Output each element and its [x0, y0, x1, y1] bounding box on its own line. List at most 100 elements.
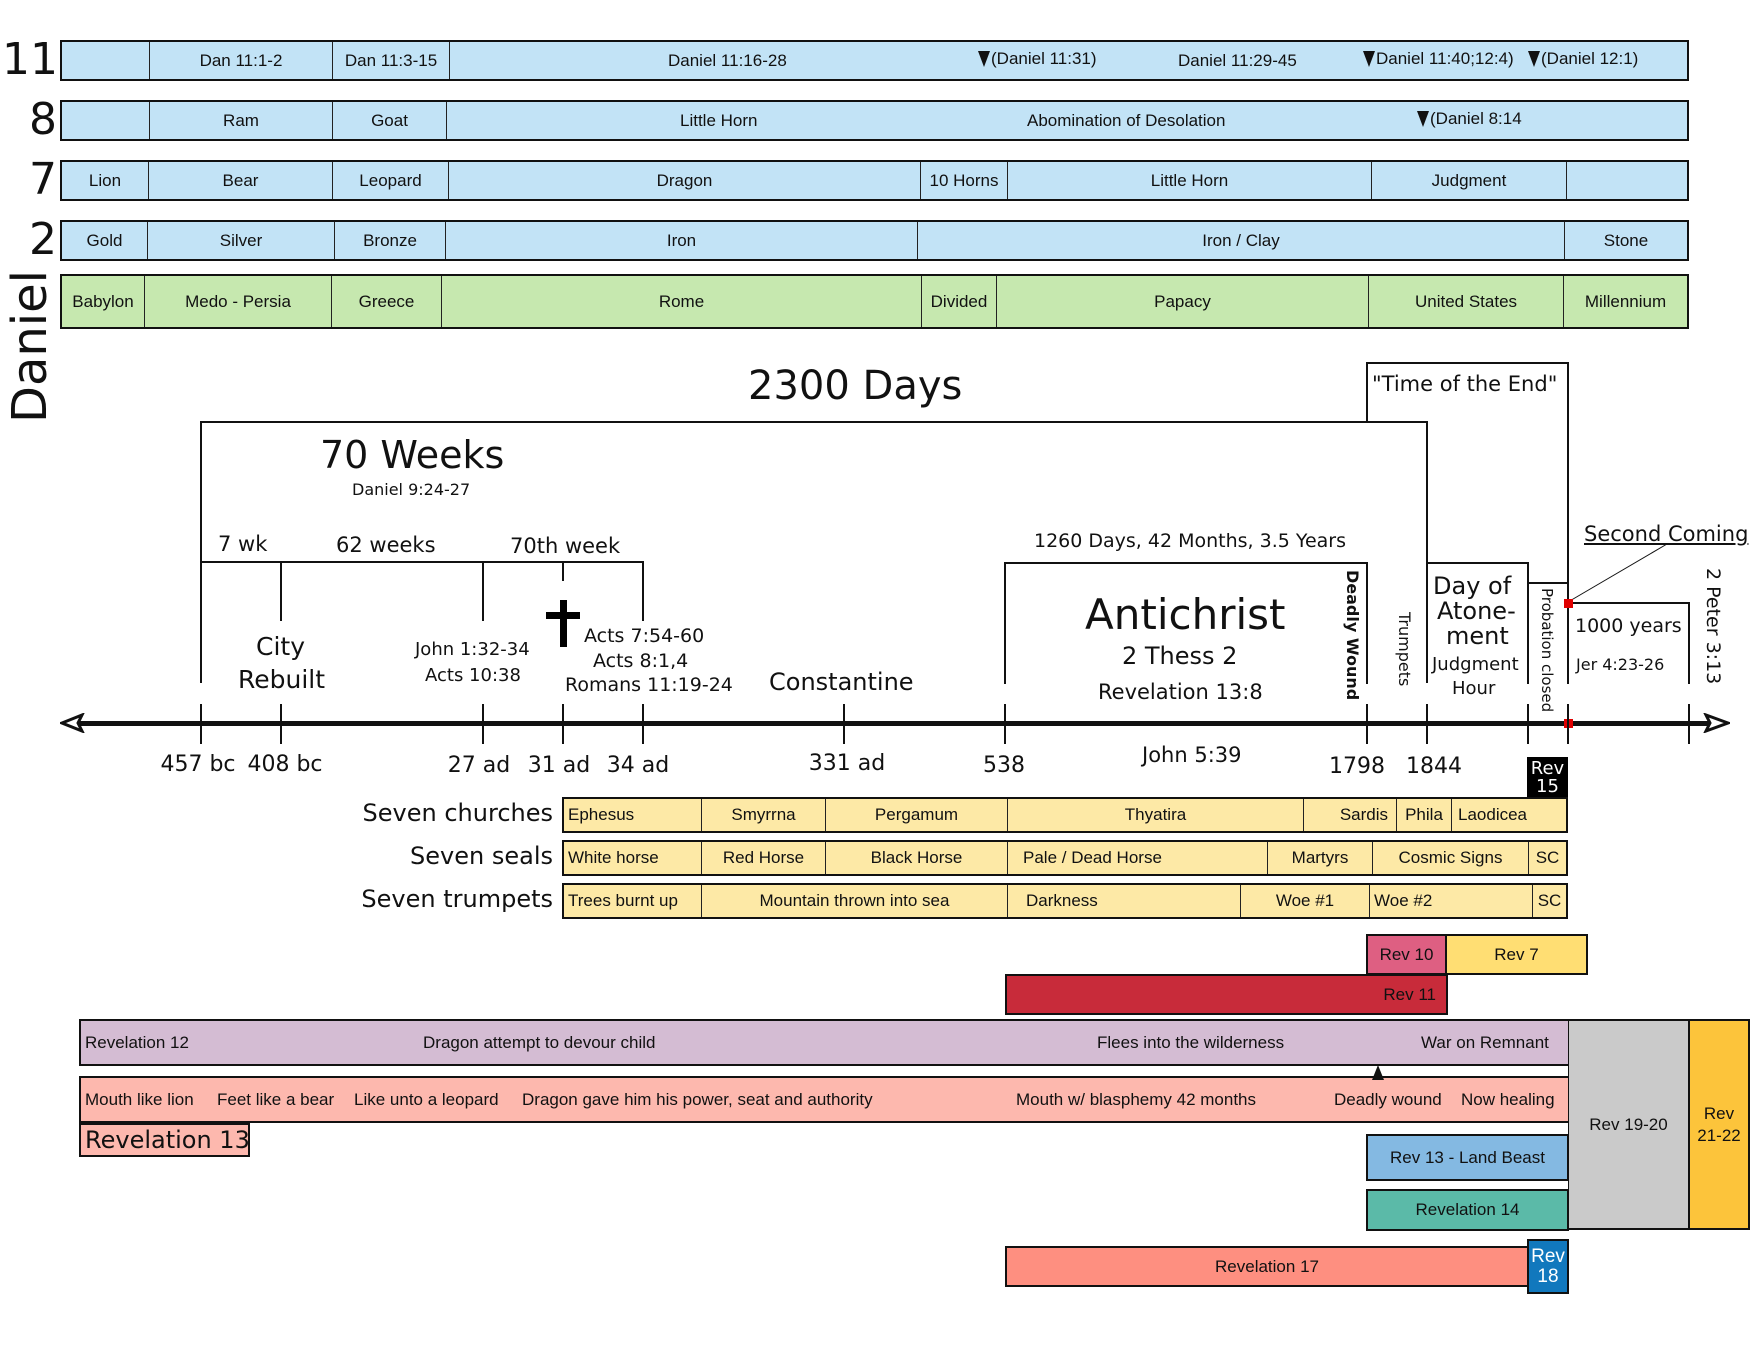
- ch11-cell: Dan 11:3-15: [333, 42, 450, 79]
- rev-12-box: Revelation 12 Dragon attempt to devour c…: [79, 1019, 1570, 1066]
- rev-15-l1: Rev: [1530, 758, 1565, 779]
- daniel-7-row: Lion Bear Leopard Dragon 10 Horns Little…: [60, 160, 1689, 201]
- seal-cell: White horse: [564, 842, 702, 874]
- kingdom-cell: Papacy: [997, 276, 1369, 327]
- acts-7: Acts 7:54-60: [584, 625, 705, 647]
- bracket-1260-left: [1004, 562, 1006, 684]
- seal-cell: Pale / Dead Horse: [1008, 842, 1268, 874]
- rev-21-22-box: Rev 21-22: [1688, 1019, 1750, 1230]
- date-label: 408 bc: [247, 752, 323, 777]
- ch7-cell: Bear: [149, 162, 333, 199]
- kingdom-cell: Babylon: [62, 276, 145, 327]
- rev-13-t1: Mouth like lion: [85, 1090, 194, 1109]
- axis-tick: [562, 704, 564, 744]
- second-coming-marker: [1564, 599, 1573, 608]
- kingdom-cell: Rome: [442, 276, 922, 327]
- second-coming-leader-line: [1567, 543, 1668, 603]
- ch11-cell: [62, 42, 150, 79]
- daniel-2-row: Gold Silver Bronze Iron Iron / Clay Ston…: [60, 220, 1689, 261]
- time-of-end-label: "Time of the End": [1372, 372, 1558, 396]
- axis-tick: [1426, 704, 1428, 744]
- land-beast-box: Rev 13 - Land Beast: [1366, 1134, 1569, 1181]
- tick-34ad: [642, 561, 644, 621]
- john-5-39-label: John 5:39: [1142, 743, 1242, 767]
- deadly-wound-label: Deadly Wound: [1343, 570, 1362, 701]
- atonement-l1: Day of: [1433, 572, 1512, 600]
- thess-label: 2 Thess 2: [1122, 642, 1238, 670]
- kingdom-cell: Medo - Persia: [145, 276, 332, 327]
- churches-label: Seven churches: [362, 799, 553, 827]
- rev-11-box: Rev 11: [1005, 974, 1448, 1015]
- kingdom-cell: Divided: [922, 276, 997, 327]
- rev-14-box: Revelation 14: [1366, 1189, 1569, 1231]
- deadly-wound-pointer-icon: [1372, 1065, 1384, 1080]
- millennium-right: [1688, 602, 1690, 684]
- triangle-down-icon: [978, 51, 990, 67]
- ch8-cell: Ram: [150, 102, 333, 139]
- john-ref: John 1:32-34: [415, 639, 530, 660]
- daniel-11-row: Dan 11:1-2 Dan 11:3-15 Daniel 11:16-28 (…: [60, 40, 1689, 81]
- probation-top: [1527, 582, 1569, 584]
- seal-cell: Black Horse: [826, 842, 1008, 874]
- axis-tick: [1527, 704, 1529, 744]
- church-cell: Laodicea: [1458, 805, 1528, 824]
- ch7-cell: Leopard: [333, 162, 449, 199]
- triangle-down-icon: [1417, 111, 1429, 127]
- ch11-marker: (Daniel 12:1): [1528, 49, 1638, 69]
- acts-8: Acts 8:1,4: [593, 650, 689, 672]
- date-label: 31 ad: [527, 753, 591, 778]
- axis-tick: [843, 704, 845, 744]
- time-end-left: [1366, 362, 1368, 422]
- rev-15-badge: Rev 15: [1527, 757, 1568, 799]
- axis-tick: [1567, 704, 1569, 744]
- rev-12-title: Revelation 12: [85, 1033, 189, 1052]
- ch2-cell: Silver: [148, 222, 335, 259]
- weeks-70-title: 70 Weeks: [320, 433, 505, 477]
- peter-label: 2 Peter 3:13: [1702, 568, 1724, 685]
- atonement-top: [1426, 562, 1528, 564]
- date-label: 34 ad: [606, 753, 670, 778]
- atonement-l2: Atone-: [1437, 597, 1516, 625]
- axis-tick: [1688, 704, 1690, 744]
- rev-18-l1: Rev: [1531, 1245, 1565, 1267]
- wk70th-label: 70th week: [510, 534, 621, 558]
- ch8-label: Abomination of Desolation: [1027, 111, 1226, 130]
- ch11-marker: (Daniel 11:31): [978, 49, 1097, 69]
- ch7-cell: Dragon: [449, 162, 921, 199]
- romans-11: Romans 11:19-24: [565, 674, 733, 696]
- years-1000-label: 1000 years: [1575, 615, 1682, 637]
- daniel-side-label: Daniel: [2, 270, 58, 423]
- rev-12-t3: War on Remnant: [1421, 1033, 1549, 1052]
- trumpet-cell: Woe #1: [1241, 885, 1370, 917]
- axis-tick: [482, 704, 484, 744]
- rev-13-t4: Dragon gave him his power, seat and auth…: [522, 1090, 873, 1109]
- bracket-1260-right: [1366, 562, 1368, 684]
- wk62-label: 62 weeks: [336, 533, 436, 557]
- rev-15-l2: 15: [1536, 776, 1559, 797]
- ch7-cell: Little Horn: [1008, 162, 1372, 199]
- seal-cell: Cosmic Signs: [1373, 842, 1529, 874]
- timeline-axis: [70, 721, 1710, 726]
- kingdom-cell: United States: [1369, 276, 1564, 327]
- seal-cell: Martyrs: [1268, 842, 1373, 874]
- wk7-label: 7 wk: [218, 532, 268, 556]
- church-cell: Thyatira: [1008, 799, 1304, 831]
- church-cell: Ephesus: [564, 799, 702, 831]
- axis-tick: [642, 704, 644, 744]
- trumpet-cell: Mountain thrown into sea: [702, 885, 1008, 917]
- ch8-label: Little Horn: [680, 111, 758, 130]
- date-label: 538: [983, 753, 1025, 778]
- daniel-8-row: Ram Goat Little Horn Abomination of Deso…: [60, 100, 1689, 141]
- ch2-cell: Iron: [446, 222, 918, 259]
- rev-17-box: Revelation 17: [1005, 1246, 1529, 1287]
- bracket-2300-left: [200, 421, 202, 683]
- rev-13-box: Mouth like lion Feet like a bear Like un…: [79, 1076, 1570, 1123]
- rev-18-box: Rev 18: [1527, 1239, 1569, 1294]
- rev-19-20-box: Rev 19-20: [1568, 1019, 1690, 1230]
- churches-row: Ephesus Smyrrna Pergamum Thyatira Sardis…: [562, 797, 1568, 833]
- date-label: 1844: [1406, 754, 1462, 779]
- trumpet-cell: Darkness: [1008, 885, 1241, 917]
- seal-cell: SC: [1535, 848, 1560, 867]
- church-cell: Pergamum: [826, 799, 1008, 831]
- days-1260-label: 1260 Days, 42 Months, 3.5 Years: [1034, 530, 1347, 552]
